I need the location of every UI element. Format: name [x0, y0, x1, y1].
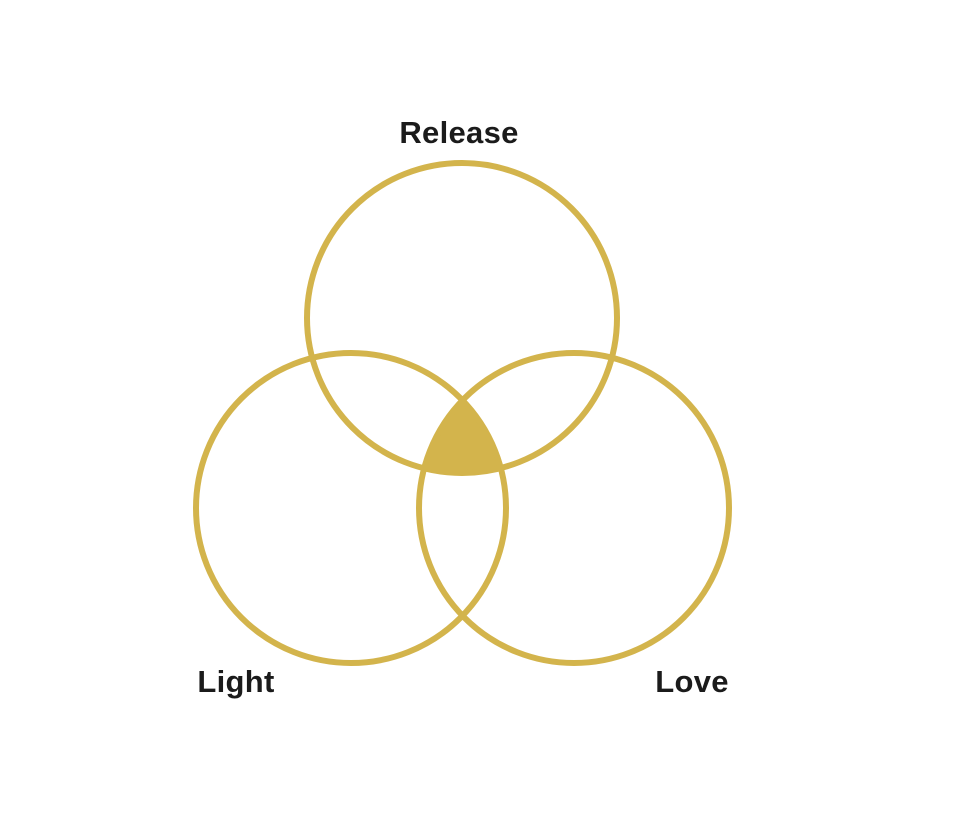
love-circle	[416, 350, 732, 666]
release-circle	[304, 160, 620, 476]
light-label: Light	[197, 664, 275, 699]
light-circle	[193, 350, 509, 666]
triple-intersection-fill	[424, 400, 501, 474]
release-label: Release	[399, 115, 519, 150]
love-label: Love	[655, 664, 729, 699]
